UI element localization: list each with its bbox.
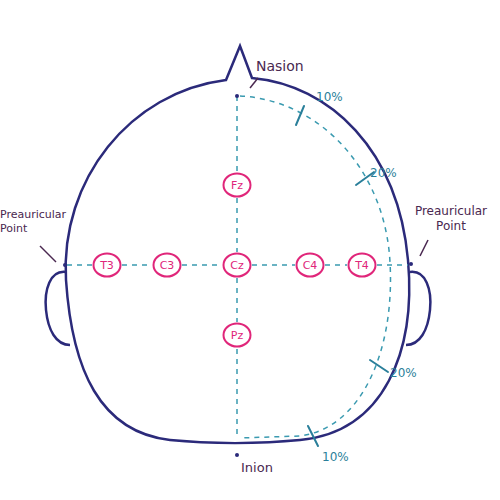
landmark-label: Preauricular Point — [404, 204, 498, 234]
connector-layer — [122, 198, 347, 322]
electrode-label: Cz — [222, 252, 252, 278]
head-outline — [66, 46, 410, 443]
electrode-site: T3 — [92, 252, 122, 278]
landmark-label: Preauricular Point — [0, 208, 64, 236]
dashed-connector — [236, 278, 238, 322]
dashed-connector — [122, 264, 152, 266]
electrode-site: C3 — [152, 252, 182, 278]
percent-ticks — [296, 106, 388, 446]
electrode-site: C4 — [295, 252, 325, 278]
electrode-label: Fz — [222, 172, 252, 198]
electrode-label: Pz — [222, 322, 252, 348]
electrode-site: Cz — [222, 252, 252, 278]
dashed-connector — [252, 264, 295, 266]
midline-leaders — [67, 96, 408, 438]
electrode-label: T4 — [347, 252, 377, 278]
electrode-site: Pz — [222, 322, 252, 348]
landmark-dots — [63, 94, 413, 457]
label-leaders — [40, 78, 428, 262]
electrode-label: T3 — [92, 252, 122, 278]
landmark-label: 10% — [322, 450, 362, 465]
landmark-label: Nasion — [256, 58, 336, 76]
landmark-label: Inion — [241, 460, 301, 476]
electrode-site: T4 — [347, 252, 377, 278]
landmark-label: 10% — [316, 90, 356, 105]
landmark-label: 20% — [390, 366, 430, 381]
dashed-connector — [182, 264, 222, 266]
electrode-site: Fz — [222, 172, 252, 198]
landmark-label: 20% — [370, 166, 410, 181]
electrode-label: C4 — [295, 252, 325, 278]
dashed-connector — [236, 198, 238, 252]
electrode-label: C3 — [152, 252, 182, 278]
dashed-connector — [325, 264, 347, 266]
